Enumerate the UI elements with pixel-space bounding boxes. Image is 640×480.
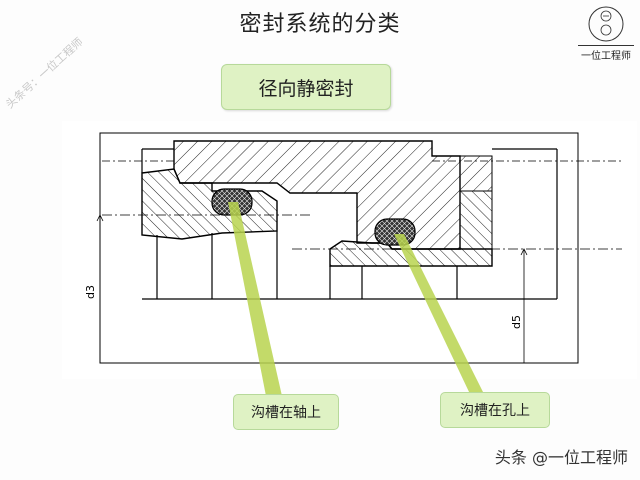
subtitle-badge: 径向静密封 [221,64,391,110]
footer-credit: 头条 @一位工程师 [494,448,628,467]
logo-label: 一位工程师 [578,45,634,62]
logo-icon [588,6,624,42]
o-ring-shaft [211,188,253,216]
dimension-d3: d3 [84,285,97,299]
callout-groove-on-bore: 沟槽在孔上 [440,392,550,428]
callout-groove-on-shaft: 沟槽在轴上 [233,394,339,430]
dimension-d5: d5 [510,315,523,329]
o-ring-bore [374,218,416,246]
seal-cross-section-diagram: d3 d5 [62,121,637,379]
page-title: 密封系统的分类 [239,12,401,37]
